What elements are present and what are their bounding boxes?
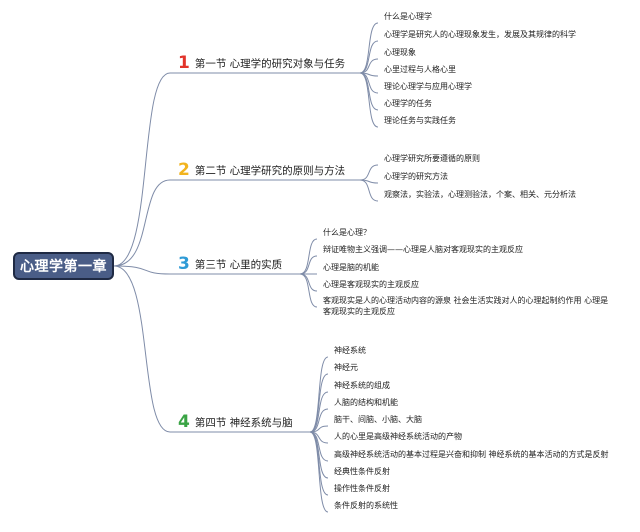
leaf-item[interactable]: 神经系统 bbox=[334, 346, 366, 355]
section-node-1[interactable]: 1 第一节 心理学的研究对象与任务 bbox=[178, 52, 345, 74]
section-number: 2 bbox=[178, 159, 190, 180]
section-number: 4 bbox=[178, 411, 190, 432]
leaf-item[interactable]: 什么是心理？ bbox=[323, 228, 371, 237]
leaf-item[interactable]: 理论任务与实践任务 bbox=[384, 116, 456, 125]
section-title: 第二节 心理学研究的原则与方法 bbox=[194, 164, 346, 177]
section-to-item-line bbox=[359, 179, 379, 202]
root-node[interactable]: 心理学第一章 bbox=[13, 252, 114, 280]
leaf-item[interactable]: 理论心理学与应用心理学 bbox=[384, 82, 472, 91]
leaf-item[interactable]: 心理是客观现实的主观反应 bbox=[323, 280, 419, 289]
section-number: 3 bbox=[178, 253, 190, 274]
section-to-item-line bbox=[359, 72, 379, 128]
root-to-section-line bbox=[113, 72, 171, 267]
section-to-item-line bbox=[309, 391, 329, 433]
section-title: 第四节 神经系统与脑 bbox=[194, 416, 293, 429]
leaf-item[interactable]: 操作性条件反射 bbox=[334, 484, 390, 493]
section-to-item-line bbox=[309, 408, 329, 433]
leaf-item[interactable]: 心理学研究所要遵循的原则 bbox=[384, 154, 480, 163]
section-to-item-line bbox=[359, 164, 379, 181]
section-to-item-line bbox=[359, 58, 379, 74]
section-to-item-line bbox=[299, 238, 318, 275]
section-to-item-line bbox=[359, 40, 379, 74]
section-node-3[interactable]: 3 第三节 心里的实质 bbox=[178, 253, 282, 275]
leaf-item[interactable]: 心理现象 bbox=[384, 48, 416, 57]
leaf-item[interactable]: 心理学的任务 bbox=[384, 99, 432, 108]
leaf-item[interactable]: 条件反射的系统性 bbox=[334, 501, 398, 510]
section-to-item-line bbox=[309, 373, 329, 433]
leaf-item[interactable]: 人的心里是高级神经系统活动的产物 bbox=[334, 432, 462, 441]
leaf-item[interactable]: 高级神经系统活动的基本过程是兴奋和抑制 神经系统的基本活动的方式是反射 bbox=[334, 450, 609, 459]
leaf-item[interactable]: 神经系统的组成 bbox=[334, 381, 390, 390]
leaf-item[interactable]: 心理学的研究方法 bbox=[384, 172, 448, 181]
section-title: 第一节 心理学的研究对象与任务 bbox=[194, 57, 346, 70]
root-to-section-line bbox=[113, 265, 171, 275]
leaf-item[interactable]: 心理学是研究人的心理现象发生，发展及其规律的科学 bbox=[384, 30, 576, 39]
section-number: 1 bbox=[178, 52, 190, 73]
section-node-2[interactable]: 2 第二节 心理学研究的原则与方法 bbox=[178, 159, 345, 181]
leaf-item[interactable]: 神经元 bbox=[334, 363, 358, 372]
section-to-item-line bbox=[299, 273, 318, 308]
root-label: 心理学第一章 bbox=[20, 259, 107, 275]
leaf-item[interactable]: 脑干、间脑、小脑、大脑 bbox=[334, 415, 422, 424]
section-to-item-line bbox=[299, 255, 318, 275]
section-to-item-line bbox=[359, 72, 379, 111]
root-to-section-line bbox=[113, 179, 171, 267]
leaf-item[interactable]: 心里过程与人格心里 bbox=[384, 65, 456, 74]
leaf-item[interactable]: 人脑的结构和机能 bbox=[334, 398, 398, 407]
section-title: 第三节 心里的实质 bbox=[194, 258, 283, 271]
section-to-item-line bbox=[309, 431, 329, 496]
section-to-item-line bbox=[309, 431, 329, 513]
leaf-item[interactable]: 经典性条件反射 bbox=[334, 467, 390, 476]
root-to-section-line bbox=[113, 265, 171, 433]
section-to-item-line bbox=[359, 22, 379, 74]
leaf-item[interactable]: 辩证唯物主义强调——心理是人脑对客观现实的主观反应 bbox=[323, 245, 523, 254]
leaf-item[interactable]: 观察法，实验法，心理测验法，个案、相关、元分析法 bbox=[384, 190, 576, 199]
leaf-item[interactable]: 什么是心理学 bbox=[384, 12, 432, 21]
section-node-4[interactable]: 4 第四节 神经系统与脑 bbox=[178, 411, 293, 433]
leaf-item[interactable]: 心理是脑的机能 bbox=[323, 263, 379, 272]
leaf-item[interactable]: 客观现实是人的心理活动内容的源泉 社会生活实践对人的心理起制约作用 心理是客观现… bbox=[323, 296, 609, 316]
